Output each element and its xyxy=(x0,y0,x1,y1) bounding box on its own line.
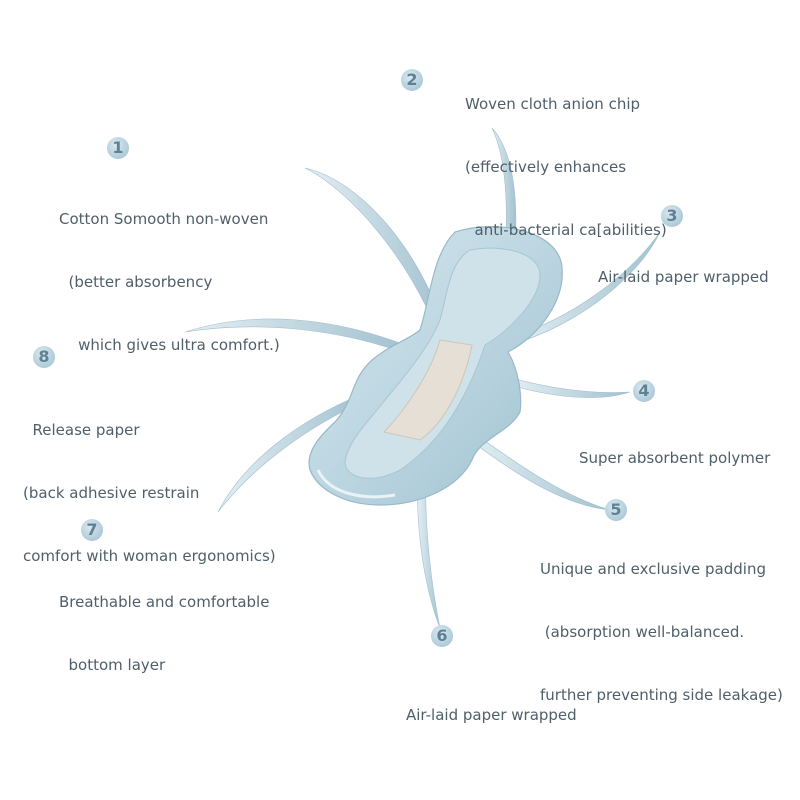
pad-body xyxy=(308,226,563,506)
callout-label-7: Breathable and comfortable bottom layer xyxy=(59,593,270,674)
pad-edge-highlight xyxy=(316,469,396,499)
callout-number-4: 4 xyxy=(633,380,655,402)
strand-1 xyxy=(304,167,446,335)
callout-number-3: 3 xyxy=(661,205,683,227)
callout-label-2: Woven cloth anion chip (effectively enha… xyxy=(465,95,667,239)
callout-number-1: 1 xyxy=(107,137,129,159)
callout-number-8: 8 xyxy=(33,346,55,368)
callout-label-3: Air-laid paper wrapped xyxy=(598,268,769,286)
callout-label-6: Air-laid paper wrapped xyxy=(406,706,577,724)
callout-number-2: 2 xyxy=(401,69,423,91)
absorbent-core xyxy=(383,339,473,441)
callout-label-4: Super absorbent polymer xyxy=(579,449,771,467)
callout-number-7: 7 xyxy=(81,519,103,541)
callout-label-8: Release paper (back adhesive restrain co… xyxy=(23,421,276,565)
callout-label-5: Unique and exclusive padding (absorption… xyxy=(540,560,783,704)
strand-4 xyxy=(509,377,631,398)
callout-number-5: 5 xyxy=(605,499,627,521)
callout-number-6: 6 xyxy=(431,625,453,647)
callout-label-1: Cotton Somooth non-woven (better absorbe… xyxy=(59,210,280,354)
